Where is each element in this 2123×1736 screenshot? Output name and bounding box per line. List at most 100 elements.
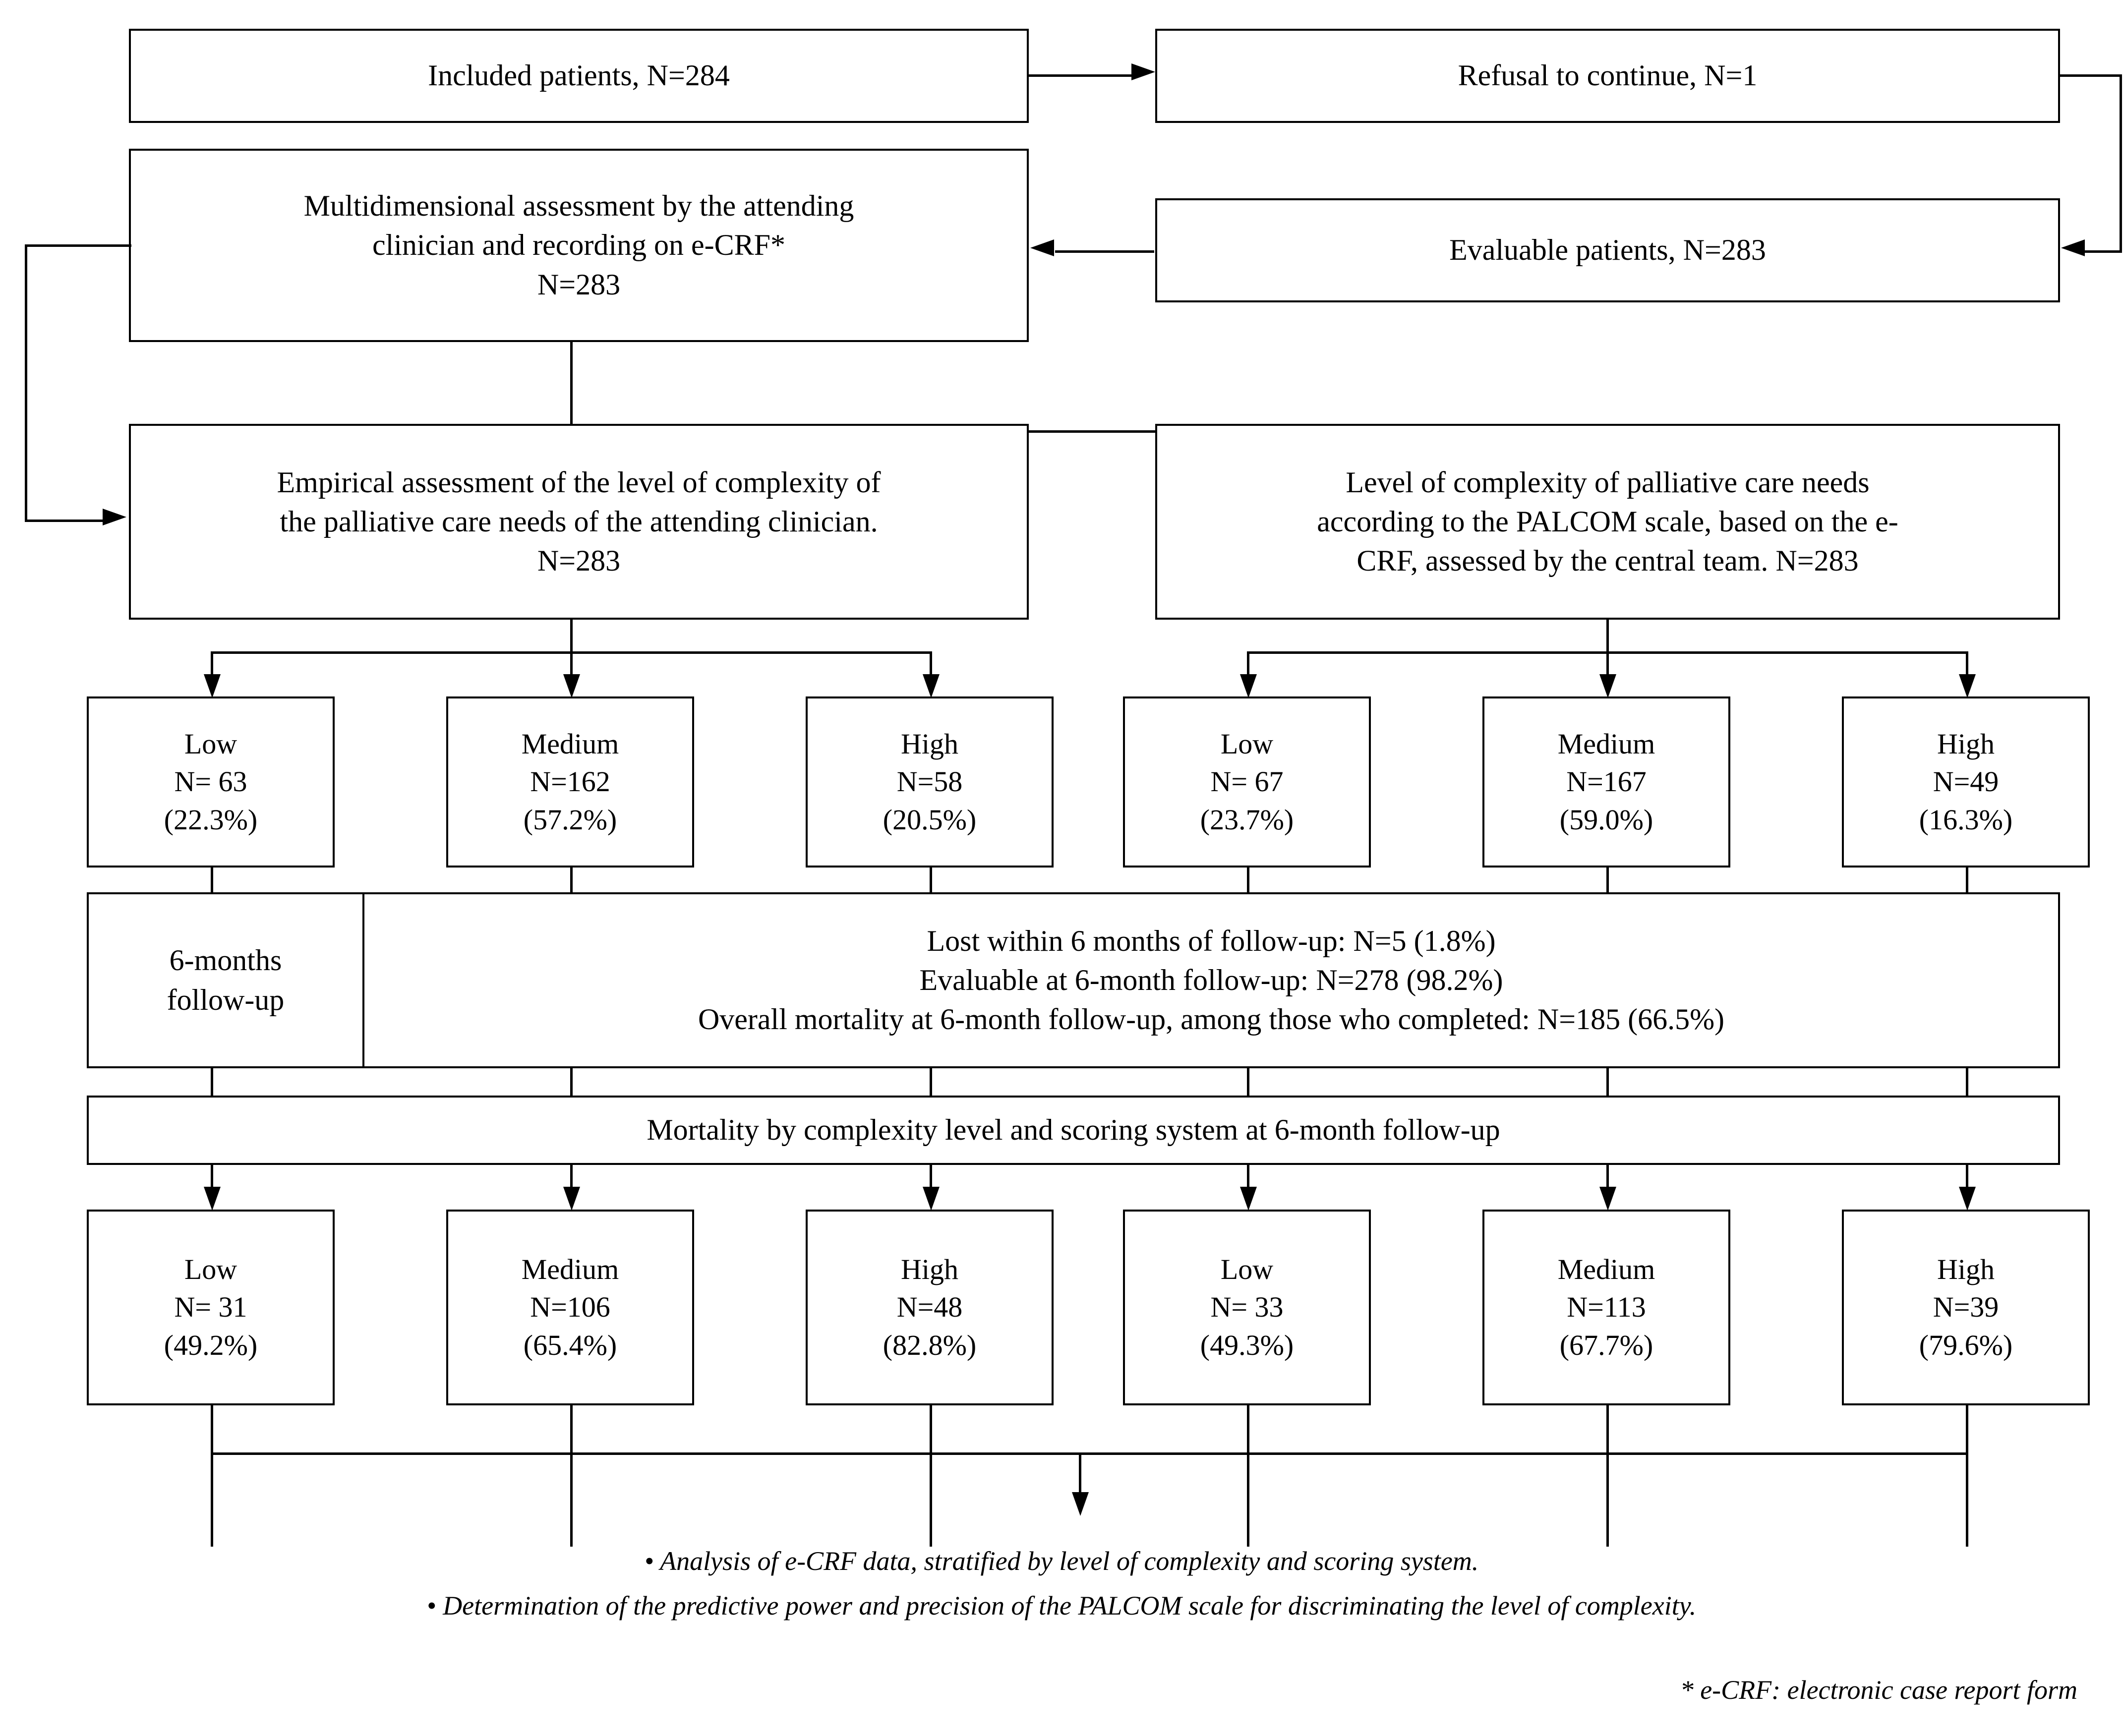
mortality-level-level: High — [901, 1253, 958, 1285]
connector-mortality-drop-5 — [1606, 1164, 1609, 1191]
arrow-complexity-high-left — [923, 674, 940, 698]
connector-empirical-drop-2 — [570, 651, 573, 679]
connector-final-stem-6 — [1966, 1405, 1968, 1547]
connector-evaluable-to-multidimensional — [1055, 250, 1154, 253]
mortality-level-level: Medium — [521, 1253, 619, 1285]
connector-final-stem-3 — [930, 1405, 932, 1547]
connector-multi-left-out — [25, 244, 131, 247]
node-palcom-assessment: Level of complexity of palliative care n… — [1155, 424, 2060, 620]
connector-empirical-drop-3 — [930, 651, 932, 679]
mortality-level-level: Medium — [1557, 1253, 1655, 1285]
mortality-level-count: N=39 — [1933, 1291, 1999, 1324]
mortality-level-percent: (82.8%) — [883, 1329, 977, 1361]
arrow-included-to-refusal — [1131, 63, 1155, 80]
connector-palcom-drop-2 — [1606, 651, 1609, 679]
node-followup-label-line2: follow-up — [167, 983, 285, 1016]
mortality-level-level: Low — [184, 1253, 237, 1285]
node-followup-label-line1: 6-months — [169, 944, 282, 977]
node-evaluable-patients: Evaluable patients, N=283 — [1155, 198, 2060, 302]
node-multidimensional-line1: Multidimensional assessment by the atten… — [303, 189, 854, 223]
node-included-patients: Included patients, N=284 — [129, 29, 1029, 123]
connector-followup-stem-3 — [930, 1067, 932, 1097]
connector-followup-stem-4 — [1247, 1067, 1249, 1097]
connector-refusal-down — [2120, 74, 2122, 253]
arrow-mortality-high-left — [923, 1187, 940, 1211]
complexity-level-count: N=167 — [1566, 765, 1647, 798]
complexity-level-level: Low — [184, 727, 237, 760]
footnote-ecrf-text: * e-CRF: electronic case report form — [1680, 1675, 2077, 1705]
arrow-into-empirical — [103, 509, 126, 525]
node-mortality-banner: Mortality by complexity level and scorin… — [87, 1096, 2060, 1165]
footer-bullet-1-text: • Analysis of e-CRF data, stratified by … — [644, 1546, 1479, 1576]
connector-final-stem-4 — [1247, 1405, 1249, 1547]
node-included-patients-label: Included patients, N=284 — [428, 59, 730, 92]
arrow-complexity-medium-right — [1599, 674, 1616, 698]
node-multidimensional-assessment: Multidimensional assessment by the atten… — [129, 149, 1029, 342]
mortality-level-level: Low — [1220, 1253, 1274, 1285]
complexity-level-level: Low — [1220, 727, 1274, 760]
arrow-mortality-low-left — [204, 1187, 221, 1211]
footnote-ecrf: * e-CRF: electronic case report form — [0, 1675, 2077, 1705]
node-followup-summary: Lost within 6 months of follow-up: N=5 (… — [362, 892, 2060, 1068]
mortality-level-percent: (49.3%) — [1200, 1329, 1294, 1361]
mortality-level-count: N= 31 — [174, 1291, 247, 1324]
complexity-level-count: N= 63 — [174, 765, 247, 798]
node-refusal-label: Refusal to continue, N=1 — [1458, 59, 1758, 92]
footer-bullet-2-text: • Determination of the predictive power … — [426, 1591, 1697, 1620]
node-followup-label: 6-months follow-up — [87, 892, 364, 1068]
connector-mortality-drop-2 — [570, 1164, 573, 1191]
arrow-complexity-high-right — [1959, 674, 1976, 698]
complexity-level-box: Low N= 67 (23.7%) — [1123, 696, 1371, 868]
complexity-level-percent: (59.0%) — [1559, 803, 1653, 836]
node-palcom-line3: CRF, assessed by the central team. N=283 — [1356, 544, 1859, 578]
connector-complexity-stem-3 — [930, 867, 932, 894]
connector-final-bus — [211, 1452, 1968, 1455]
connector-refusal-right — [2060, 74, 2122, 77]
node-mortality-banner-label: Mortality by complexity level and scorin… — [647, 1113, 1500, 1147]
complexity-level-count: N=49 — [1933, 765, 1999, 798]
complexity-level-percent: (57.2%) — [523, 803, 617, 836]
node-empirical-assessment: Empirical assessment of the level of com… — [129, 424, 1029, 620]
complexity-level-percent: (23.7%) — [1200, 803, 1294, 836]
connector-multi-bottom-down — [570, 341, 573, 433]
connector-mortality-drop-1 — [211, 1164, 213, 1191]
connector-complexity-stem-1 — [211, 867, 213, 894]
node-empirical-line3: N=283 — [537, 544, 621, 578]
arrow-complexity-medium-left — [563, 674, 580, 698]
arrow-evaluable-to-multidimensional — [1030, 239, 1054, 256]
connector-followup-stem-2 — [570, 1067, 573, 1097]
complexity-level-level: High — [1937, 727, 1995, 760]
node-empirical-line1: Empirical assessment of the level of com… — [277, 465, 881, 499]
node-multidimensional-line2: clinician and recording on e-CRF* — [372, 229, 786, 262]
connector-into-evaluable — [2085, 250, 2122, 253]
connector-final-stem-2 — [570, 1405, 573, 1547]
arrow-final-analysis — [1072, 1492, 1089, 1516]
connector-complexity-stem-4 — [1247, 867, 1249, 894]
mortality-level-count: N=106 — [530, 1291, 610, 1324]
complexity-level-count: N= 67 — [1210, 765, 1284, 798]
complexity-level-count: N=58 — [896, 765, 963, 798]
node-followup-mortality: Overall mortality at 6-month follow-up, … — [698, 1003, 1725, 1036]
connector-final-down — [1079, 1452, 1081, 1497]
connector-palcom-stem — [1606, 619, 1609, 653]
connector-mortality-drop-6 — [1966, 1164, 1968, 1191]
arrow-into-evaluable — [2061, 239, 2085, 256]
connector-followup-stem-5 — [1606, 1067, 1609, 1097]
arrow-mortality-high-right — [1959, 1187, 1976, 1211]
connector-complexity-stem-6 — [1966, 867, 1968, 894]
node-palcom-line1: Level of complexity of palliative care n… — [1346, 465, 1870, 499]
connector-palcom-drop-1 — [1247, 651, 1249, 679]
connector-empirical-drop-1 — [211, 651, 213, 679]
